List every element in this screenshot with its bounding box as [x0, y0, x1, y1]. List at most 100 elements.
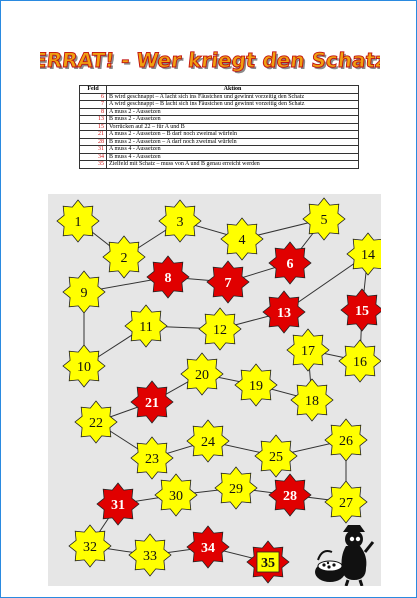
table-cell-feld: 6: [80, 93, 107, 101]
board-field-label: 25: [269, 450, 283, 465]
table-cell-aktion: A wird geschnappt – B lacht sich ins Fäu…: [107, 101, 359, 109]
board-field-label: 23: [145, 452, 159, 467]
board-field-29: 29: [215, 467, 257, 509]
board-field-label: 27: [339, 496, 353, 511]
board-field-8: 8: [147, 256, 189, 298]
board-field-7: 7: [207, 261, 249, 303]
table-cell-feld: 31: [80, 146, 107, 154]
board-field-1: 1: [57, 200, 99, 242]
board-field-label: 13: [277, 306, 291, 321]
pirate-with-treasure-icon: [315, 525, 373, 586]
board-field-label: 31: [111, 498, 125, 513]
board-field-2: 2: [103, 236, 145, 278]
board-field-35: 35: [247, 541, 289, 583]
board-field-18: 18: [291, 379, 333, 421]
table-cell-feld: 35: [80, 161, 107, 169]
title-text: VERRAT! - Wer kriegt den Schatz?: [40, 48, 380, 72]
board-field-27: 27: [325, 481, 367, 523]
table-cell-aktion: Vorrücken auf 22 – für A und B: [107, 123, 359, 131]
board-field-34: 34: [187, 526, 229, 568]
board-field-label: 15: [355, 304, 369, 319]
board-field-label: 16: [353, 355, 367, 370]
board-field-label: 33: [143, 549, 157, 564]
table-cell-aktion: B muss 4 - Aussetzen: [107, 153, 359, 161]
board-field-label: 11: [139, 320, 152, 335]
board-field-22: 22: [75, 401, 117, 443]
board-field-17: 17: [287, 329, 329, 371]
board-field-26: 26: [325, 419, 367, 461]
board-field-label: 30: [169, 489, 183, 504]
board-field-9: 9: [63, 271, 105, 313]
board-field-label: 19: [249, 379, 263, 394]
table-cell-feld: 13: [80, 116, 107, 124]
board-field-31: 31: [97, 483, 139, 525]
board-field-32: 32: [69, 525, 111, 567]
board-field-5: 5: [303, 198, 345, 240]
table-cell-feld: 21: [80, 131, 107, 139]
table-header-row: Feld Aktion: [80, 86, 359, 94]
column-header-aktion: Aktion: [107, 86, 359, 94]
table-cell-aktion: B muss 2 - Aussetzen: [107, 116, 359, 124]
board-field-label: 24: [201, 435, 215, 450]
board-field-label: 9: [81, 286, 88, 301]
board-field-3: 3: [159, 200, 201, 242]
table-cell-feld: 28: [80, 138, 107, 146]
board-field-label: 35: [261, 556, 275, 571]
game-board: 1234567891011121314151617181920212223242…: [48, 194, 381, 586]
board-field-10: 10: [63, 345, 105, 387]
board-field-label: 4: [239, 233, 246, 248]
board-field-label: 17: [301, 344, 315, 359]
board-field-13: 13: [263, 291, 305, 333]
title-graphic: VERRAT! - Wer kriegt den Schatz? VERRAT!…: [40, 41, 380, 75]
board-field-label: 28: [283, 489, 297, 504]
board-field-4: 4: [221, 218, 263, 260]
board-field-25: 25: [255, 435, 297, 477]
table-cell-aktion: Zielfeld mit Schatz – muss von A und B g…: [107, 161, 359, 169]
board-field-label: 26: [339, 434, 353, 449]
board-field-label: 2: [121, 251, 128, 266]
table-cell-aktion: A muss 4 - Aussetzen: [107, 146, 359, 154]
board-field-24: 24: [187, 420, 229, 462]
board-field-label: 10: [77, 360, 91, 375]
board-field-label: 7: [225, 276, 232, 291]
board-field-label: 1: [75, 215, 82, 230]
table-cell-feld: 8: [80, 108, 107, 116]
board-field-14: 14: [347, 233, 381, 275]
board-field-16: 16: [339, 340, 381, 382]
board-field-label: 5: [321, 213, 328, 228]
board-field-label: 18: [305, 394, 319, 409]
table-cell-aktion: A muss 2 - Aussetzen: [107, 108, 359, 116]
board-field-label: 3: [177, 215, 184, 230]
board-field-6: 6: [269, 242, 311, 284]
page-title: VERRAT! - Wer kriegt den Schatz? VERRAT!…: [1, 41, 417, 75]
board-field-23: 23: [131, 437, 173, 479]
board-field-label: 34: [201, 541, 215, 556]
board-field-33: 33: [129, 534, 171, 576]
board-field-label: 22: [89, 416, 103, 431]
board-field-15: 15: [341, 289, 381, 331]
board-field-28: 28: [269, 474, 311, 516]
board-field-21: 21: [131, 381, 173, 423]
board-field-label: 29: [229, 482, 243, 497]
table-cell-feld: 34: [80, 153, 107, 161]
table-cell-feld: 7: [80, 101, 107, 109]
table-cell-aktion: B wird geschnappt – A lacht sich ins Fäu…: [107, 93, 359, 101]
table-cell-aktion: B muss 2 - Aussetzen – A darf noch zweim…: [107, 138, 359, 146]
board-field-label: 14: [361, 248, 375, 263]
board-field-label: 32: [83, 540, 97, 555]
table-cell-feld: 15: [80, 123, 107, 131]
board-field-label: 8: [165, 271, 172, 286]
board-field-19: 19: [235, 364, 277, 406]
